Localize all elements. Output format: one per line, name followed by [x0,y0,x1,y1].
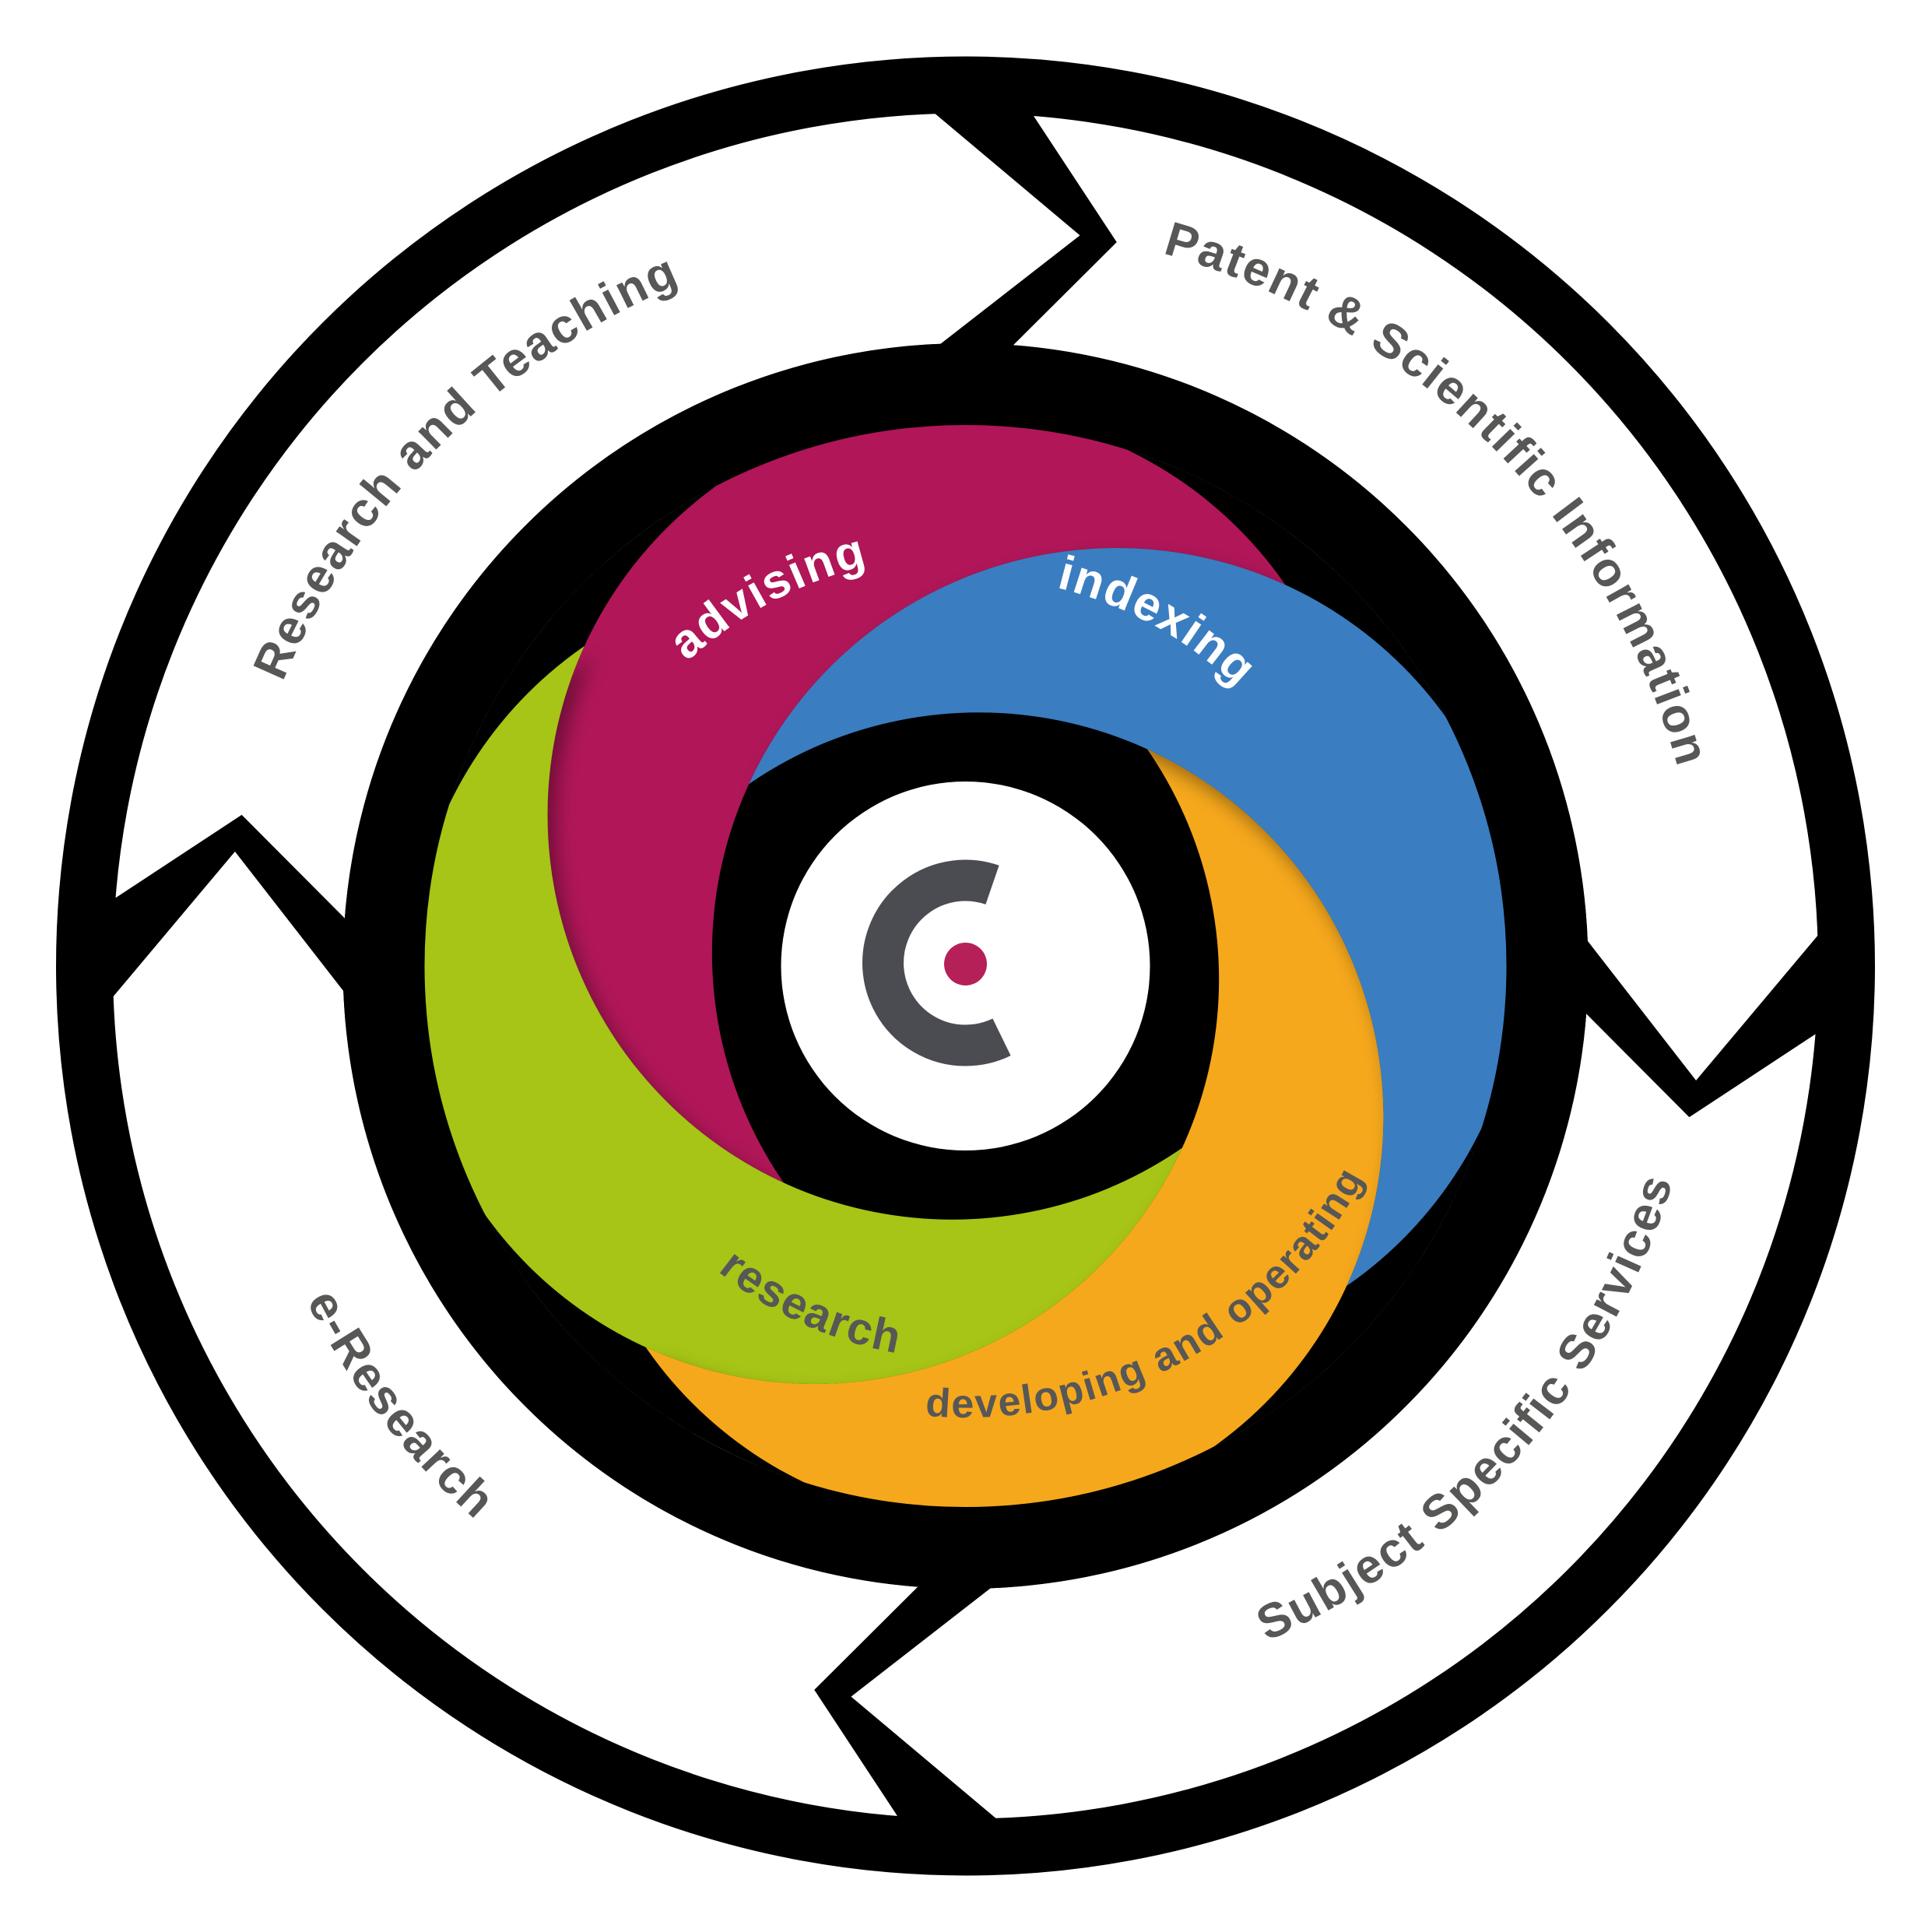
logo-dot-icon [944,943,987,985]
swirl-enclosure-ring [342,343,1589,1589]
logo-arc-icon [862,859,1011,1066]
outer-border-ring [56,56,1875,1876]
segment-subject-specific-services [851,1013,1820,1822]
center-logo [862,859,1011,1066]
segment-patent-scientific-information [1013,112,1821,1081]
segment-e-research [110,852,918,1820]
segment-research-and-teaching [111,110,1080,919]
